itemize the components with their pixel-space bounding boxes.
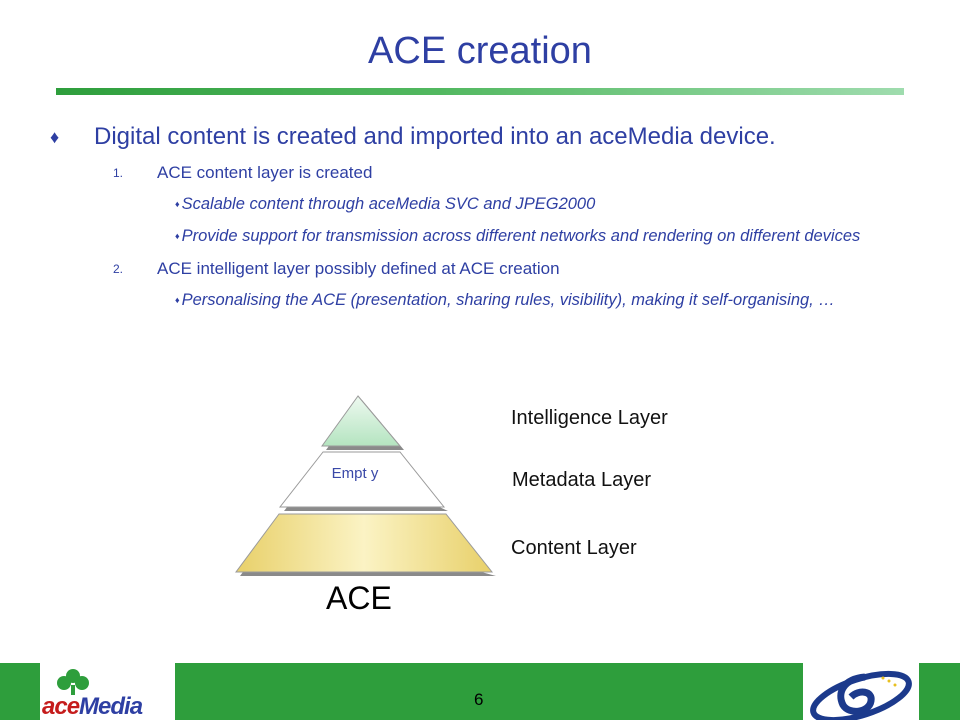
fp6-logo-icon: [810, 670, 912, 720]
content-layer-label: Content Layer: [511, 537, 637, 559]
sub-bullet: ♦Personalising the ACE (presentation, sh…: [50, 288, 920, 312]
sub-bullet-text: Scalable content through aceMedia SVC an…: [181, 195, 596, 213]
slide-title: ACE creation: [368, 30, 592, 72]
diamond-bullet-icon: ♦: [175, 231, 180, 241]
numbered-item-1: 1. ACE content layer is created: [50, 162, 920, 184]
acemedia-logo-icon: [57, 669, 89, 695]
sub-bullet: ♦Scalable content through aceMedia SVC a…: [50, 192, 920, 216]
sub-bullet: ♦Provide support for transmission across…: [50, 224, 920, 248]
ace-caption: ACE: [326, 580, 392, 616]
main-bullet-text: Digital content is created and imported …: [94, 123, 776, 150]
numbered-item-2: 2. ACE intelligent layer possibly define…: [50, 258, 920, 280]
metadata-layer-empty-text: Empt y: [331, 465, 379, 482]
bullet-list: ♦ Digital content is created and importe…: [50, 122, 920, 312]
acemedia-logo-text: aceMedia: [42, 693, 143, 720]
intelligence-layer-shape: [321, 395, 402, 447]
item-text: ACE intelligent layer possibly defined a…: [157, 259, 560, 278]
diamond-bullet-icon: ♦: [50, 127, 60, 147]
diamond-bullet-icon: ♦: [175, 295, 180, 305]
acemedia-logo-panel: [40, 663, 175, 720]
content-layer-shape: [235, 513, 494, 573]
metadata-layer-shape: [278, 451, 446, 508]
intelligence-layer-label: Intelligence Layer: [511, 407, 668, 429]
page-number: 6: [474, 690, 484, 709]
sub-bullet-text: Provide support for transmission across …: [181, 227, 861, 245]
title-underline: [56, 88, 904, 95]
sub-bullet-text: Personalising the ACE (presentation, sha…: [181, 291, 835, 309]
main-bullet: ♦ Digital content is created and importe…: [50, 122, 920, 152]
item-number: 1.: [113, 166, 124, 180]
item-text: ACE content layer is created: [157, 163, 373, 182]
diamond-bullet-icon: ♦: [175, 199, 180, 209]
item-number: 2.: [113, 262, 124, 276]
metadata-layer-label: Metadata Layer: [512, 469, 651, 491]
